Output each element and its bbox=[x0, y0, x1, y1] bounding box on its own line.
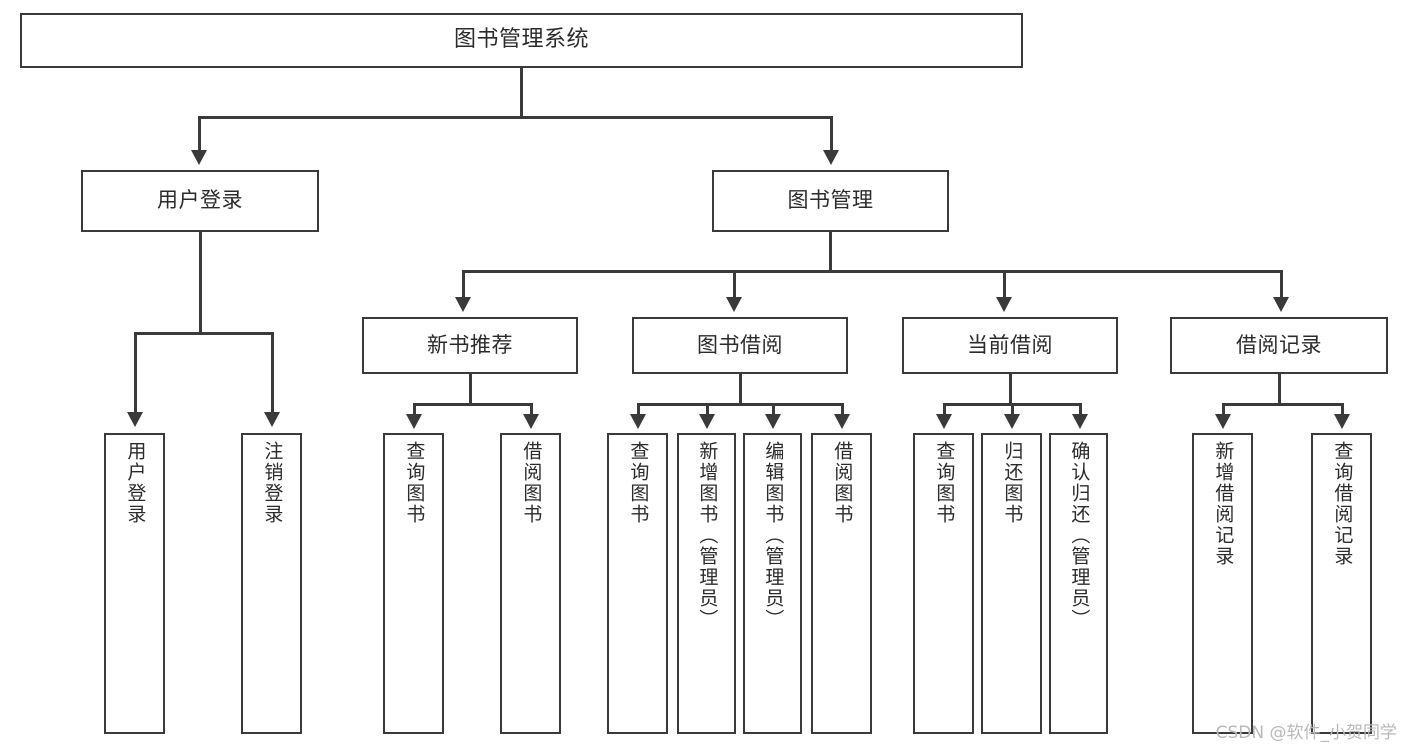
node-label: 借阅记录 bbox=[1236, 332, 1322, 357]
leaf-label: 确认归还（管理员） bbox=[1068, 441, 1091, 630]
watermark-text: CSDN @软件_小贺同学 bbox=[1215, 723, 1397, 743]
connector-current-borrow-drop-3 bbox=[1079, 403, 1082, 416]
node-label: 新书推荐 bbox=[427, 332, 513, 357]
connector-book-borrow-drop-1 bbox=[637, 403, 640, 416]
leaf-label: 借阅图书 bbox=[831, 441, 854, 525]
leaf-label: 查询图书 bbox=[403, 441, 426, 525]
leaf-borrow-book-borrow[interactable]: 借阅图书 bbox=[811, 433, 872, 734]
connector-book-mgmt-bus bbox=[462, 270, 1280, 273]
connector-user-login-drop-1 bbox=[134, 332, 137, 414]
connector-borrow-record-drop-2 bbox=[1341, 403, 1344, 416]
leaf-label: 注销登录 bbox=[261, 441, 284, 525]
leaf-borrow-book-new[interactable]: 借阅图书 bbox=[500, 433, 561, 734]
leaf-logout[interactable]: 注销登录 bbox=[241, 433, 302, 734]
connector-current-borrow-drop-1 bbox=[943, 403, 946, 416]
connector-current-borrow-stem bbox=[1009, 374, 1012, 405]
arrow-to-leaf-return-book bbox=[1004, 414, 1020, 429]
arrow-to-leaf-query-book-2 bbox=[630, 414, 646, 429]
connector-book-borrow-drop-3 bbox=[772, 403, 775, 416]
leaf-query-borrow-record[interactable]: 查询借阅记录 bbox=[1311, 433, 1372, 734]
arrow-to-borrow-record bbox=[1273, 297, 1289, 312]
connector-book-mgmt-drop-2 bbox=[733, 270, 736, 299]
connector-user-login-drop-2 bbox=[271, 332, 274, 414]
node-current-borrow[interactable]: 当前借阅 bbox=[902, 317, 1118, 374]
connector-book-borrow-drop-2 bbox=[706, 403, 709, 416]
connector-book-mgmt-drop-1 bbox=[462, 270, 465, 299]
arrow-to-leaf-logout bbox=[264, 412, 280, 427]
leaf-label: 用户登录 bbox=[124, 441, 147, 525]
connector-new-book-drop-2 bbox=[530, 403, 533, 416]
leaf-label: 查询图书 bbox=[933, 441, 956, 525]
leaf-label: 新增借阅记录 bbox=[1212, 441, 1235, 567]
connector-new-book-stem bbox=[469, 374, 472, 405]
arrow-to-leaf-add-book bbox=[699, 414, 715, 429]
leaf-return-book[interactable]: 归还图书 bbox=[981, 433, 1042, 734]
connector-book-borrow-bus bbox=[637, 403, 843, 406]
node-borrow-record[interactable]: 借阅记录 bbox=[1170, 317, 1388, 374]
connector-borrow-record-stem bbox=[1278, 374, 1281, 405]
node-new-book-recommend[interactable]: 新书推荐 bbox=[362, 317, 578, 374]
leaf-label: 编辑图书（管理员） bbox=[762, 441, 785, 630]
node-label: 用户登录 bbox=[157, 188, 243, 213]
node-label: 当前借阅 bbox=[967, 332, 1053, 357]
connector-root-to-book-mgmt bbox=[830, 116, 833, 152]
connector-root-bus bbox=[198, 116, 832, 119]
leaf-label: 归还图书 bbox=[1001, 441, 1024, 525]
connector-new-book-bus bbox=[413, 403, 530, 406]
arrow-to-current-borrow bbox=[996, 297, 1012, 312]
connector-user-login-stem bbox=[199, 232, 202, 334]
leaf-query-book-borrow[interactable]: 查询图书 bbox=[607, 433, 668, 734]
arrow-to-leaf-borrow-book-1 bbox=[523, 414, 539, 429]
arrow-to-leaf-borrow-book-2 bbox=[834, 414, 850, 429]
connector-book-mgmt-drop-4 bbox=[1280, 270, 1283, 299]
leaf-query-book-current[interactable]: 查询图书 bbox=[913, 433, 974, 734]
arrow-to-new-book bbox=[455, 297, 471, 312]
arrow-to-leaf-add-record bbox=[1215, 414, 1231, 429]
leaf-label: 借阅图书 bbox=[520, 441, 543, 525]
leaf-label: 新增图书（管理员） bbox=[696, 441, 719, 630]
node-user-login[interactable]: 用户登录 bbox=[81, 170, 319, 232]
arrow-to-user-login bbox=[191, 150, 207, 165]
connector-book-borrow-stem bbox=[739, 374, 742, 405]
connector-root-stem bbox=[520, 68, 523, 117]
connector-new-book-drop-1 bbox=[413, 403, 416, 416]
leaf-query-book-new[interactable]: 查询图书 bbox=[383, 433, 444, 734]
node-root-system[interactable]: 图书管理系统 bbox=[20, 13, 1023, 68]
connector-root-to-user-login bbox=[198, 116, 201, 152]
leaf-label: 查询图书 bbox=[627, 441, 650, 525]
leaf-add-borrow-record[interactable]: 新增借阅记录 bbox=[1192, 433, 1253, 734]
arrow-to-leaf-query-book-3 bbox=[936, 414, 952, 429]
arrow-to-leaf-query-book-1 bbox=[406, 414, 422, 429]
connector-borrow-record-drop-1 bbox=[1222, 403, 1225, 416]
leaf-label: 查询借阅记录 bbox=[1331, 441, 1354, 567]
connector-book-mgmt-stem bbox=[829, 232, 832, 272]
connector-book-borrow-drop-4 bbox=[841, 403, 844, 416]
node-label: 图书借阅 bbox=[697, 332, 783, 357]
arrow-to-leaf-confirm-return bbox=[1072, 414, 1088, 429]
arrow-to-leaf-user-login bbox=[127, 412, 143, 427]
arrow-to-leaf-edit-book bbox=[765, 414, 781, 429]
connector-user-login-bus bbox=[134, 332, 271, 335]
arrow-to-book-borrow bbox=[726, 297, 742, 312]
arrow-to-leaf-query-record bbox=[1334, 414, 1350, 429]
leaf-add-book-admin[interactable]: 新增图书（管理员） bbox=[677, 433, 736, 734]
node-label: 图书管理系统 bbox=[453, 27, 589, 53]
leaf-edit-book-admin[interactable]: 编辑图书（管理员） bbox=[743, 433, 802, 734]
connector-book-mgmt-drop-3 bbox=[1003, 270, 1006, 299]
arrow-to-book-mgmt bbox=[823, 150, 839, 165]
leaf-user-login[interactable]: 用户登录 bbox=[104, 433, 165, 734]
connector-current-borrow-drop-2 bbox=[1011, 403, 1014, 416]
node-label: 图书管理 bbox=[787, 188, 874, 213]
connector-borrow-record-bus bbox=[1222, 403, 1341, 406]
node-book-management[interactable]: 图书管理 bbox=[712, 170, 949, 232]
node-book-borrow[interactable]: 图书借阅 bbox=[632, 317, 848, 374]
leaf-confirm-return-admin[interactable]: 确认归还（管理员） bbox=[1049, 433, 1108, 734]
